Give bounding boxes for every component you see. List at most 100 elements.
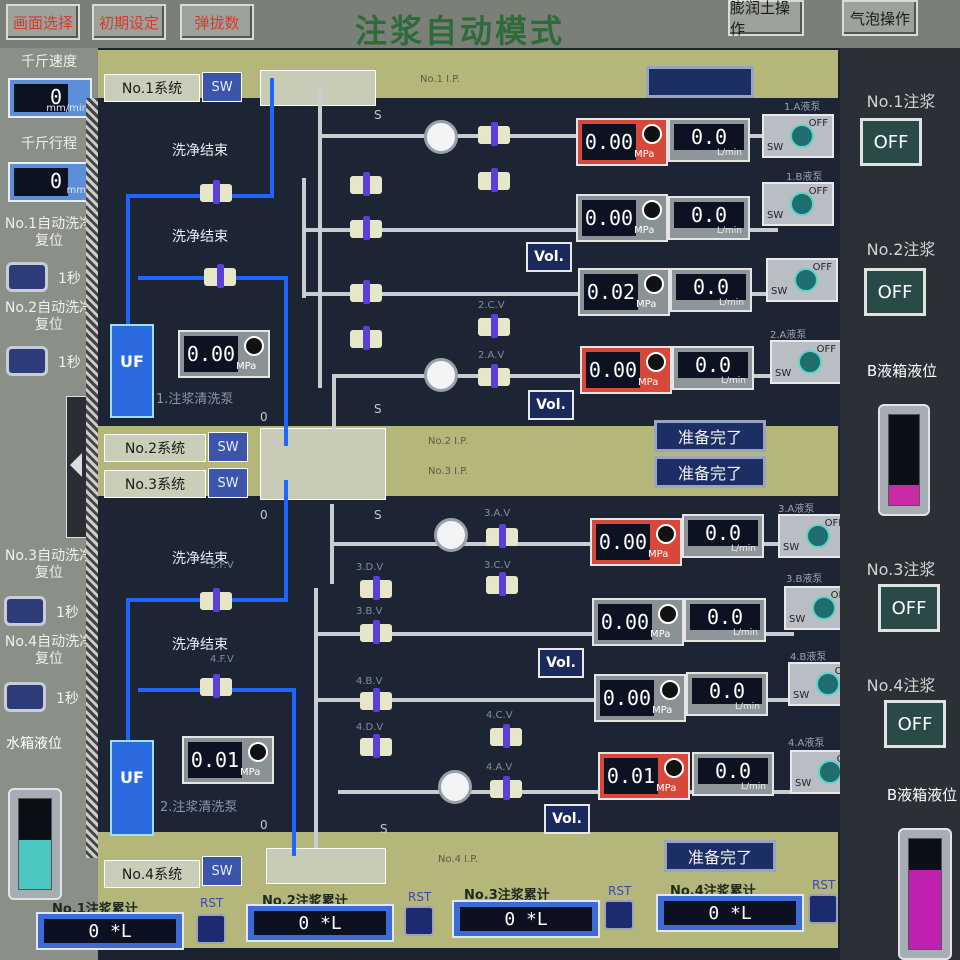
wash-valve[interactable] <box>198 264 242 290</box>
bubble-operation-button[interactable]: 气泡操作 <box>842 0 918 36</box>
counter1-display: 0 *L <box>36 912 184 950</box>
auto-wash-4-button[interactable] <box>4 682 46 712</box>
wash-pump-2-pressure-unit: MPa <box>240 767 261 778</box>
grout1-toggle[interactable]: OFF <box>860 118 922 166</box>
grout-pipe <box>314 632 794 636</box>
dial-icon <box>642 124 662 144</box>
process-valve[interactable] <box>344 326 388 352</box>
third-menu-button[interactable]: 弹拢数 <box>180 4 254 40</box>
initial-settings-button[interactable]: 初期设定 <box>92 4 166 40</box>
zero-label: 0 <box>260 410 268 424</box>
grout-pipe <box>332 374 782 378</box>
line1-flow-display: 0.0 L/min <box>668 118 750 162</box>
dial-icon <box>644 274 664 294</box>
sw-label: SW <box>771 286 788 297</box>
wash-end-label: 洗净结束 <box>172 143 228 159</box>
rst2-button[interactable] <box>404 906 434 936</box>
jack-speed-label: 千斤速度 <box>21 54 77 70</box>
wash-pipe <box>284 276 288 446</box>
rst1-button[interactable] <box>196 914 226 944</box>
water-tank-fill <box>19 839 51 889</box>
vol-button-3[interactable]: Vol. <box>538 648 584 678</box>
process-valve[interactable] <box>472 364 516 390</box>
valve-label: 4.D.V <box>356 722 384 733</box>
pump-icon <box>818 760 842 784</box>
rst3-label: RST <box>608 884 632 898</box>
grout2-toggle[interactable]: OFF <box>864 268 926 316</box>
rst4-button[interactable] <box>808 894 838 924</box>
system3-sw-button[interactable]: SW <box>208 468 248 498</box>
water-tank-gauge <box>8 788 62 900</box>
auto-wash-3-seconds: 1秒 <box>56 605 79 621</box>
screen-select-button[interactable]: 画面选择 <box>6 4 80 40</box>
pump-icon <box>816 672 840 696</box>
mixer-pump-icon <box>434 518 468 552</box>
vol-button-2[interactable]: Vol. <box>528 390 574 420</box>
rst3-button[interactable] <box>604 900 634 930</box>
line6-pressure-gauge: 0.00 MPa <box>592 598 684 646</box>
valve-label: 2.A.V <box>478 350 505 361</box>
line7-pressure-gauge: 0.00 MPa <box>594 674 686 722</box>
process-valve[interactable] <box>344 280 388 306</box>
auto-wash-1-button[interactable] <box>6 262 48 292</box>
wash-tank-1: UF <box>110 324 154 418</box>
system1-ready-indicator <box>646 66 754 98</box>
auto-wash-3-button[interactable] <box>4 596 46 626</box>
mixer-pump-icon <box>424 120 458 154</box>
process-valve[interactable] <box>484 724 528 750</box>
line5-flow-display: 0.0 L/min <box>682 514 764 558</box>
process-valve[interactable] <box>472 168 516 194</box>
counter4-display: 0 *L <box>656 894 804 932</box>
lmin-unit: L/min <box>730 544 756 554</box>
vol-button-1[interactable]: Vol. <box>526 242 572 272</box>
counter2-value: 0 *L <box>254 911 386 935</box>
vol-button-4[interactable]: Vol. <box>544 804 590 834</box>
sw-label: SW <box>775 368 792 379</box>
wash-valve[interactable] <box>194 180 238 206</box>
pump-icon <box>806 524 830 548</box>
wash-valve[interactable] <box>194 674 238 700</box>
process-valve[interactable] <box>480 572 524 598</box>
auto-wash-2-button[interactable] <box>6 346 48 376</box>
collapse-arrow-button[interactable] <box>66 396 88 538</box>
wash-valve[interactable] <box>194 588 238 614</box>
grout-pipe <box>314 588 318 708</box>
wash-pump-1-label: 1.注浆清洗泵 <box>156 392 234 407</box>
line5-flow-value: 0.0 <box>688 520 758 546</box>
process-valve[interactable] <box>344 172 388 198</box>
system4-ready-indicator: 准备完了 <box>664 840 776 872</box>
mixer-pump-icon <box>424 358 458 392</box>
system2-ip-label: No.2 I.P. <box>428 436 468 447</box>
dial-icon <box>660 680 680 700</box>
process-valve[interactable] <box>480 524 524 550</box>
process-valve[interactable] <box>472 122 516 148</box>
grout4-toggle[interactable]: OFF <box>884 700 946 748</box>
grout-pipe <box>314 698 794 702</box>
system1-sw-button[interactable]: SW <box>202 72 242 102</box>
jack-stroke-display: 0 mm <box>8 162 92 202</box>
line6-flow-value: 0.0 <box>690 604 760 630</box>
process-valve[interactable] <box>354 576 398 602</box>
s-label: S <box>374 508 382 522</box>
system4-sw-button[interactable]: SW <box>202 856 242 886</box>
process-valve[interactable] <box>344 216 388 242</box>
valve-label: 4.A.V <box>486 762 513 773</box>
system2-label: No.2系统 <box>104 434 206 462</box>
grout3-toggle[interactable]: OFF <box>878 584 940 632</box>
process-valve[interactable] <box>354 620 398 646</box>
grout-pipe <box>332 374 336 434</box>
system3-label: No.3系统 <box>104 470 206 498</box>
bentonite-operation-button[interactable]: 膨润土操作 <box>728 0 804 38</box>
process-valve[interactable] <box>484 776 528 802</box>
wash-pump-1-pressure-value: 0.00 <box>184 336 238 372</box>
process-valve[interactable] <box>472 314 516 340</box>
system2-sw-button[interactable]: SW <box>208 432 248 462</box>
process-valve[interactable] <box>354 734 398 760</box>
process-valve[interactable] <box>354 688 398 714</box>
counter3-display: 0 *L <box>452 900 600 938</box>
